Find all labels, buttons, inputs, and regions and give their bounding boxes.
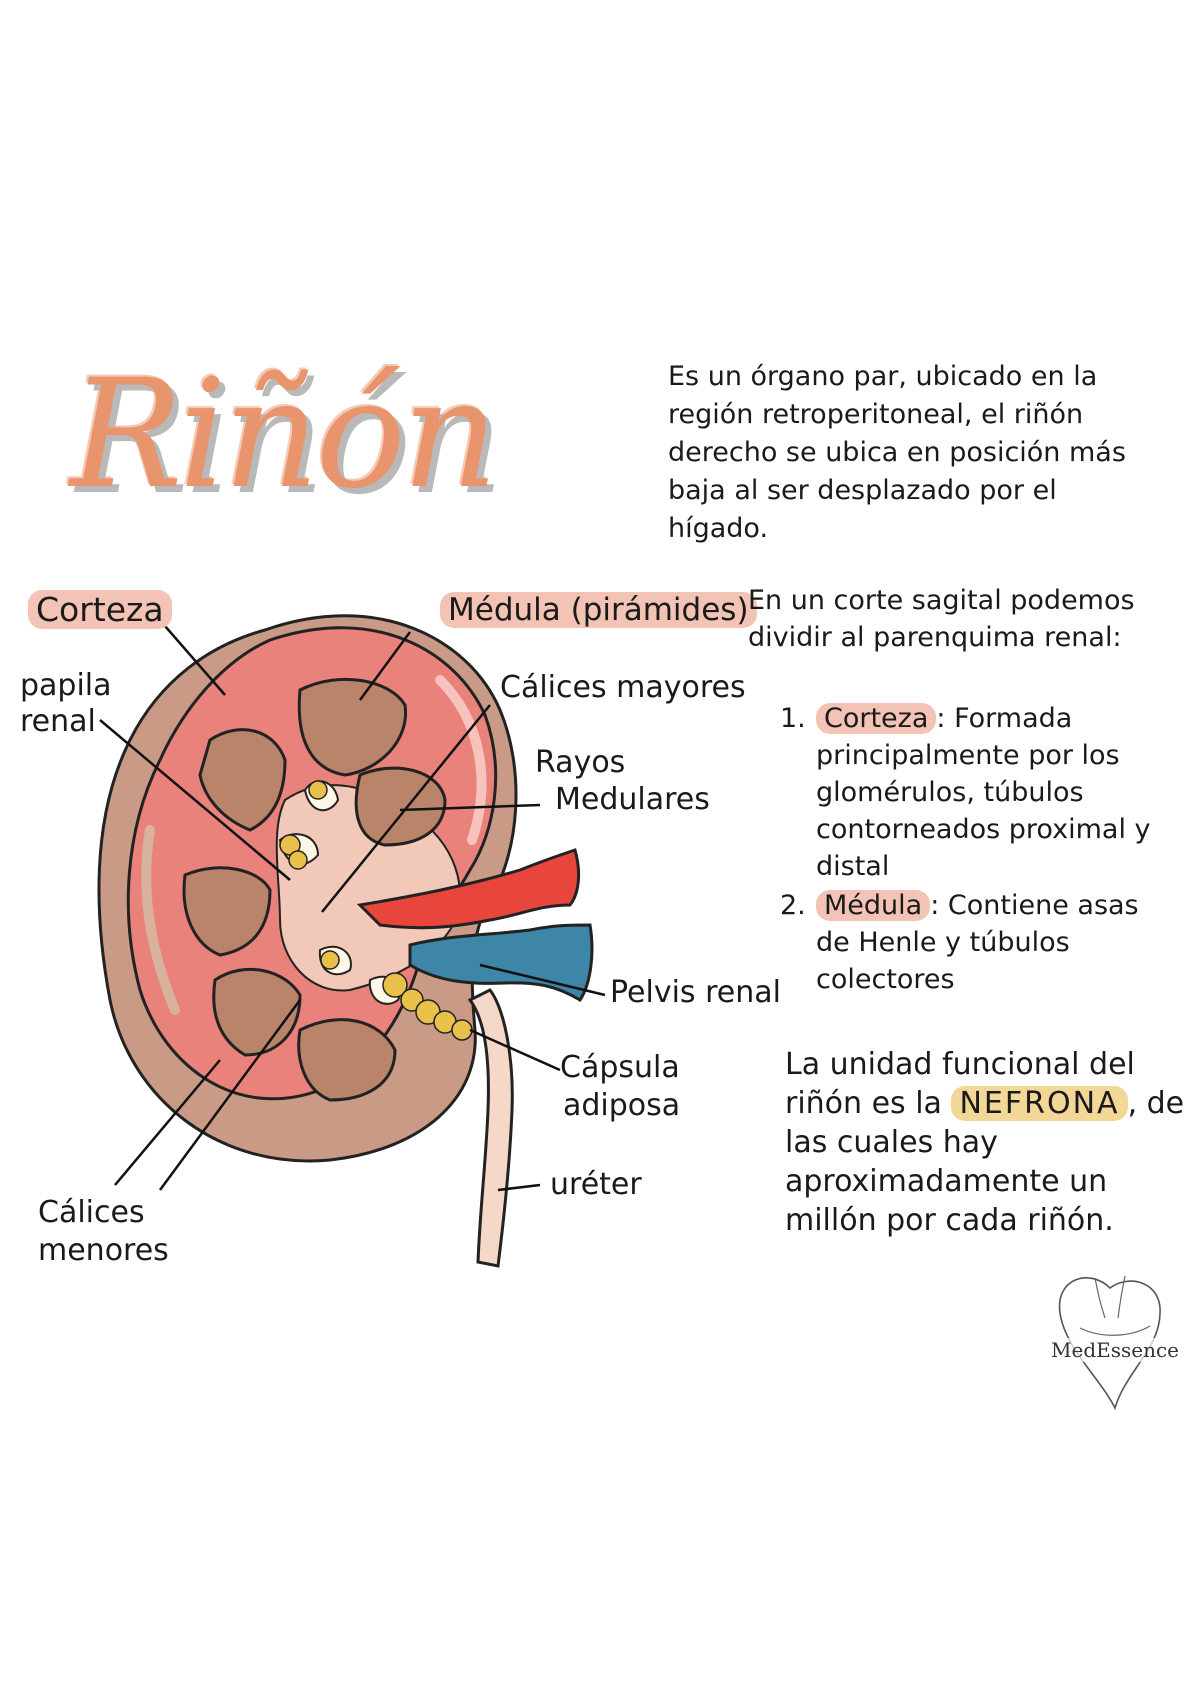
leader-lines xyxy=(99,625,606,1192)
logo-text: MedEssence xyxy=(1045,1338,1185,1362)
nefrona-paragraph: La unidad funcional del riñón es la NEFR… xyxy=(785,1045,1185,1240)
parenchyma-intro: En un corte sagital podemos dividir al p… xyxy=(748,585,1135,653)
list-item-term: Corteza xyxy=(816,703,937,734)
list-item-text: Formada principalmente por los glomérulo… xyxy=(816,703,1151,882)
label-medula: Médula (pirámides) xyxy=(440,592,757,628)
list-item-number: 1. xyxy=(780,703,806,734)
list-item: 2. Médula: Contiene asas de Henle y túbu… xyxy=(780,887,1180,998)
nefrona-after: , de las cuales hay aproximadamente un m… xyxy=(785,1086,1185,1238)
nefrona-highlight: NEFRONA xyxy=(951,1086,1128,1121)
sinus-fat xyxy=(279,780,473,1041)
label-rayos-line2: Medulares xyxy=(555,782,710,817)
label-calices-mayores: Cálices mayores xyxy=(500,670,746,705)
label-ureter: uréter xyxy=(550,1167,642,1202)
renal-artery xyxy=(356,848,581,930)
pyramids xyxy=(182,677,447,1102)
label-calices-menores-line1: Cálices xyxy=(38,1195,145,1230)
ureter xyxy=(467,988,514,1268)
label-calices-menores-line2: menores xyxy=(38,1233,169,1268)
label-pelvis-renal: Pelvis renal xyxy=(610,975,781,1010)
label-rayos-line1: Rayos xyxy=(535,745,626,780)
list-item-text: Contiene asas de Henle y túbulos colecto… xyxy=(816,890,1139,995)
list-item: 1. Corteza: Formada principalmente por l… xyxy=(780,700,1180,885)
label-papila-line2: renal xyxy=(20,704,96,739)
nefrona-before: La unidad funcional del riñón es la xyxy=(785,1047,1135,1121)
kidney-diagram xyxy=(97,614,606,1268)
label-capsula-line2: adiposa xyxy=(563,1088,681,1123)
page-title: Riñón xyxy=(70,348,498,522)
list-item-term: Médula xyxy=(816,890,931,921)
label-papila-line1: papila xyxy=(20,668,112,703)
parenchyma-list: 1. Corteza: Formada principalmente por l… xyxy=(780,700,1180,1000)
label-capsula-line1: Cápsula xyxy=(560,1050,680,1085)
list-item-number: 2. xyxy=(780,890,806,921)
intro-paragraph: Es un órgano par, ubicado en la región r… xyxy=(668,361,1126,544)
heart-logo-icon xyxy=(1058,1275,1161,1411)
label-corteza: Corteza xyxy=(28,590,172,629)
